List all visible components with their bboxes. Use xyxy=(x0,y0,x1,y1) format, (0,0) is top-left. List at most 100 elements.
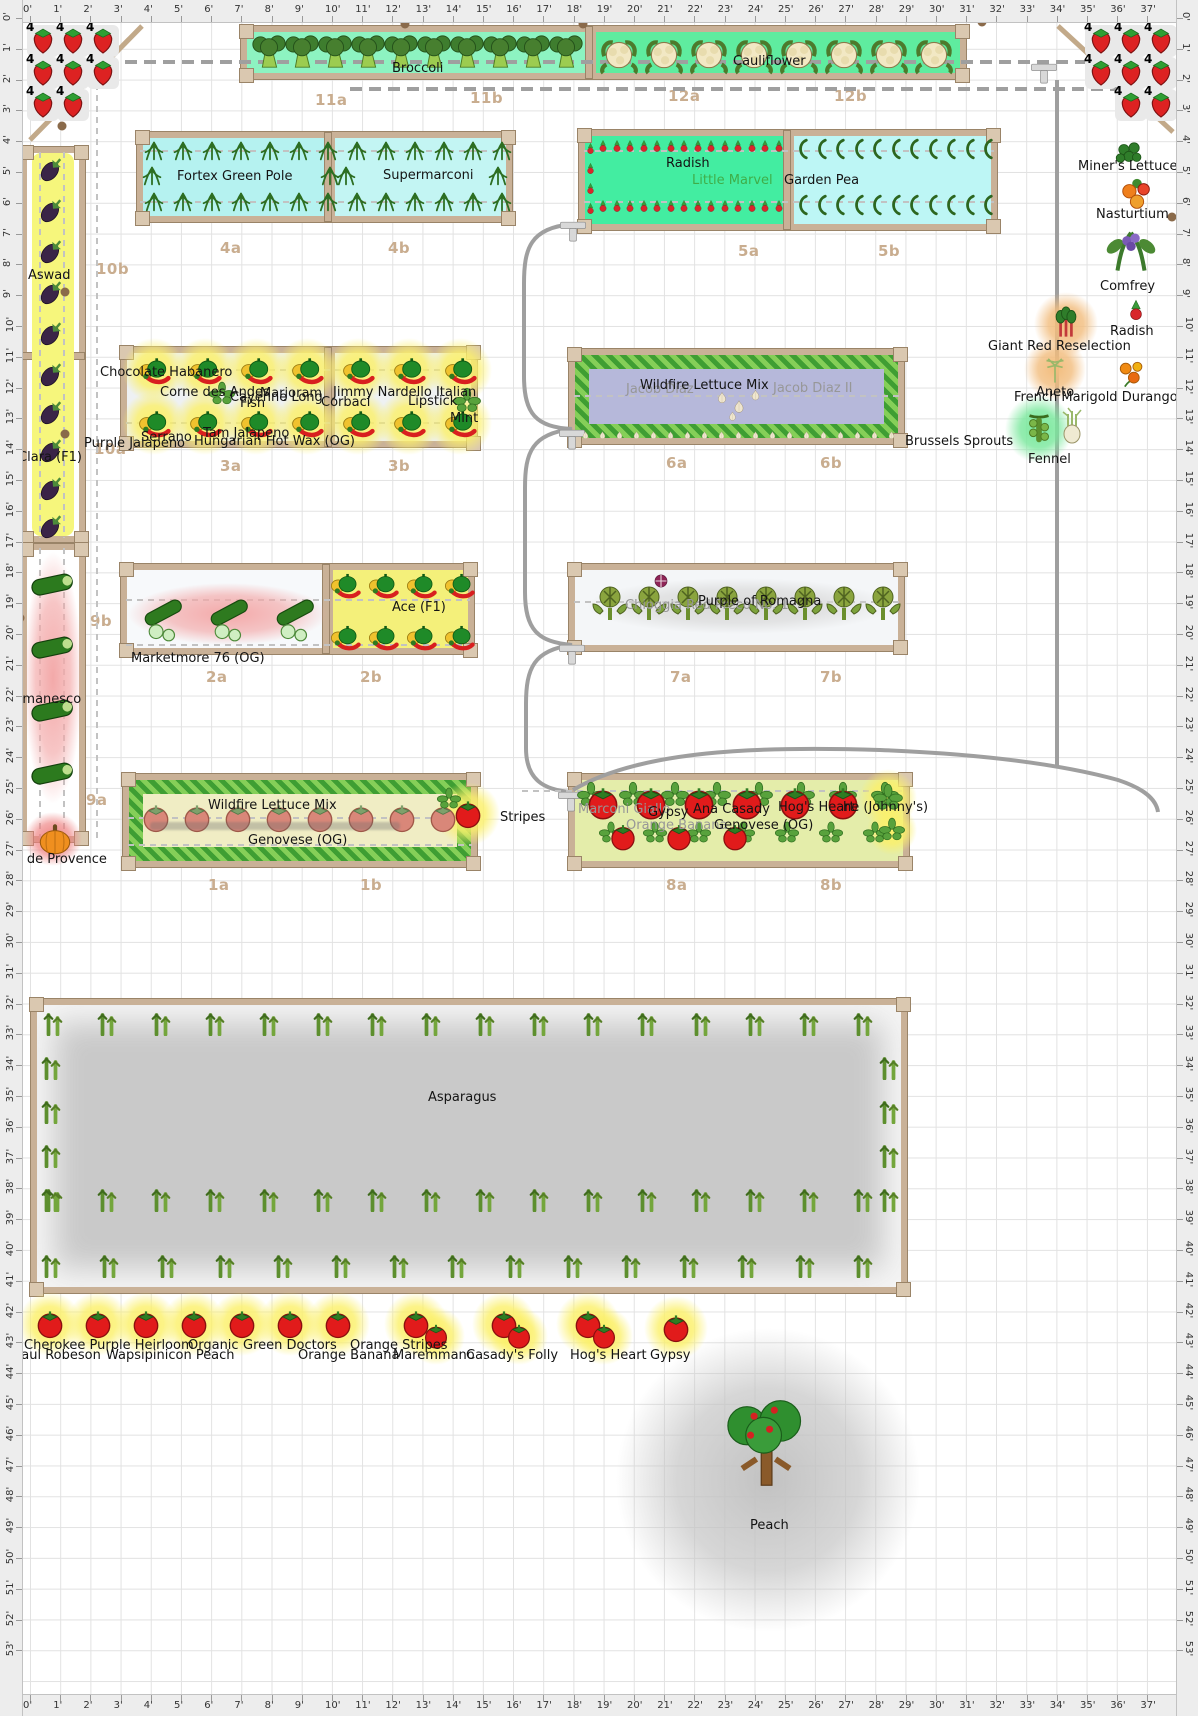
label-jacob-diaz[interactable]: Jacob Diaz xyxy=(626,382,694,397)
asparagus-icon[interactable] xyxy=(874,1138,904,1168)
label-12b[interactable]: 12b xyxy=(834,87,868,105)
radish-sm-icon[interactable] xyxy=(596,199,610,213)
label-peach[interactable]: Peach xyxy=(750,1518,789,1533)
label-10b[interactable]: 10b xyxy=(96,260,130,278)
radish-sm-icon[interactable] xyxy=(623,139,637,153)
garlic-icon[interactable] xyxy=(580,430,591,441)
label-11b[interactable]: 11b xyxy=(470,89,504,107)
asparagus-icon[interactable] xyxy=(146,1182,176,1212)
radish-sm-icon[interactable] xyxy=(745,199,759,213)
label-genovese-og-[interactable]: Genovese (OG) xyxy=(248,833,348,848)
asparagus-icon[interactable] xyxy=(686,1182,716,1212)
label-hog-s-heart[interactable]: Hog's Heart xyxy=(778,800,855,815)
pepper-icon[interactable] xyxy=(238,352,274,388)
radish-sm-icon[interactable] xyxy=(772,139,786,153)
radish-sm-icon[interactable] xyxy=(758,199,772,213)
asparagus-icon[interactable] xyxy=(38,1006,68,1036)
label-chioggia-red-preco-no-1[interactable]: Chioggia Red Preco No. 1 xyxy=(625,598,789,613)
radish-sm-icon[interactable] xyxy=(677,139,691,153)
bean-icon[interactable] xyxy=(374,190,398,214)
valve-icon[interactable] xyxy=(558,641,586,669)
bean-icon[interactable] xyxy=(140,164,164,188)
tomato-icon[interactable] xyxy=(320,1306,356,1342)
cauliflower-icon[interactable] xyxy=(688,33,730,75)
asparagus-icon[interactable] xyxy=(874,1050,904,1080)
label-hungarian-hot-wax-og-[interactable]: Hungarian Hot Wax (OG) xyxy=(194,434,355,449)
cauliflower-icon[interactable] xyxy=(598,33,640,75)
label-wapsipinicon-peach[interactable]: Wapsipinicon Peach xyxy=(106,1348,235,1363)
bean-icon[interactable] xyxy=(432,190,456,214)
pepper-icon[interactable] xyxy=(289,352,325,388)
asparagus-icon[interactable] xyxy=(500,1248,530,1278)
garlic-icon[interactable] xyxy=(631,430,642,441)
asparagus-icon[interactable] xyxy=(732,1248,762,1278)
radish-sm-icon[interactable] xyxy=(718,199,732,213)
label-3b[interactable]: 3b xyxy=(388,457,411,475)
label-marconi-giallo[interactable]: Marconi Giallo xyxy=(578,802,671,817)
radish-sm-icon[interactable] xyxy=(584,162,597,175)
bean-icon[interactable] xyxy=(258,139,282,163)
cauliflower-icon[interactable] xyxy=(643,33,685,75)
cauliflower-icon[interactable] xyxy=(823,33,865,75)
label-tam-jalapeno[interactable]: Tam Jalapeno xyxy=(203,426,290,441)
label-organic[interactable]: Organic xyxy=(188,1338,239,1353)
label-purple-jalapeno[interactable]: Purple Jalapeno xyxy=(84,436,186,451)
label-paul-robeson[interactable]: Paul Robeson xyxy=(14,1348,101,1363)
eggplant-icon[interactable] xyxy=(36,235,68,267)
bean-icon[interactable] xyxy=(345,139,369,163)
bean-icon[interactable] xyxy=(171,139,195,163)
label-french-marigold-durango[interactable]: French Marigold Durango xyxy=(1014,390,1178,405)
cucumber-icon[interactable] xyxy=(140,596,186,642)
peach-tree-icon[interactable] xyxy=(716,1390,816,1490)
asparagus-icon[interactable] xyxy=(442,1248,472,1278)
asparagus-icon[interactable] xyxy=(308,1006,338,1036)
asparagus-icon[interactable] xyxy=(524,1006,554,1036)
garlic-icon[interactable] xyxy=(716,430,727,441)
bean-icon[interactable] xyxy=(461,139,485,163)
garlic-icon[interactable] xyxy=(767,430,778,441)
fennel-icon[interactable] xyxy=(1052,406,1092,446)
radish-sm-icon[interactable] xyxy=(1124,298,1148,322)
irrigation-pipe[interactable] xyxy=(571,746,1160,813)
pepper-icon[interactable] xyxy=(328,568,362,602)
eggplant-icon[interactable] xyxy=(36,358,68,390)
label-9b[interactable]: 9b xyxy=(90,612,113,630)
label-mint[interactable]: Mint xyxy=(450,411,479,426)
asparagus-icon[interactable] xyxy=(362,1006,392,1036)
radish-sm-icon[interactable] xyxy=(691,199,705,213)
label-7b[interactable]: 7b xyxy=(820,668,843,686)
tomato-pale-icon[interactable] xyxy=(343,800,379,836)
radish-sm-icon[interactable] xyxy=(731,199,745,213)
label-cherokee-purple-heirloom[interactable]: Cherokee Purple Heirloom xyxy=(24,1338,194,1353)
asparagus-icon[interactable] xyxy=(558,1248,588,1278)
radish-sm-icon[interactable] xyxy=(650,199,664,213)
bean-icon[interactable] xyxy=(142,139,166,163)
pepper-icon[interactable] xyxy=(391,352,427,388)
asparagus-icon[interactable] xyxy=(848,1248,878,1278)
label-ace-f1-[interactable]: Ace (F1) xyxy=(392,600,446,615)
label-fish[interactable]: Fish xyxy=(240,396,266,411)
label-aneto[interactable]: Aneto xyxy=(1036,385,1075,400)
label-4a[interactable]: 4a xyxy=(220,239,242,257)
valve-icon[interactable] xyxy=(559,218,587,246)
label-stripes[interactable]: Stripes xyxy=(500,810,546,825)
asparagus-icon[interactable] xyxy=(308,1182,338,1212)
bean-icon[interactable] xyxy=(374,139,398,163)
bed-6[interactable] xyxy=(567,347,908,448)
bean-icon[interactable] xyxy=(287,190,311,214)
label-radish[interactable]: Radish xyxy=(1110,324,1154,339)
label-broccoli[interactable]: Broccoli xyxy=(392,61,444,76)
bean-icon[interactable] xyxy=(403,139,427,163)
asparagus-icon[interactable] xyxy=(36,1248,66,1278)
garlic-icon[interactable] xyxy=(750,430,761,441)
pepper-icon[interactable] xyxy=(366,568,400,602)
asparagus-icon[interactable] xyxy=(740,1006,770,1036)
label-musque-de-provence[interactable]: Musque de Provence xyxy=(0,852,107,867)
asparagus-icon[interactable] xyxy=(36,1094,66,1124)
asparagus-icon[interactable] xyxy=(686,1006,716,1036)
label-hog-s-heart[interactable]: Hog's Heart xyxy=(570,1348,647,1363)
bean-icon[interactable] xyxy=(258,190,282,214)
pepper-icon[interactable] xyxy=(391,405,427,441)
label-1a[interactable]: 1a xyxy=(208,876,230,894)
